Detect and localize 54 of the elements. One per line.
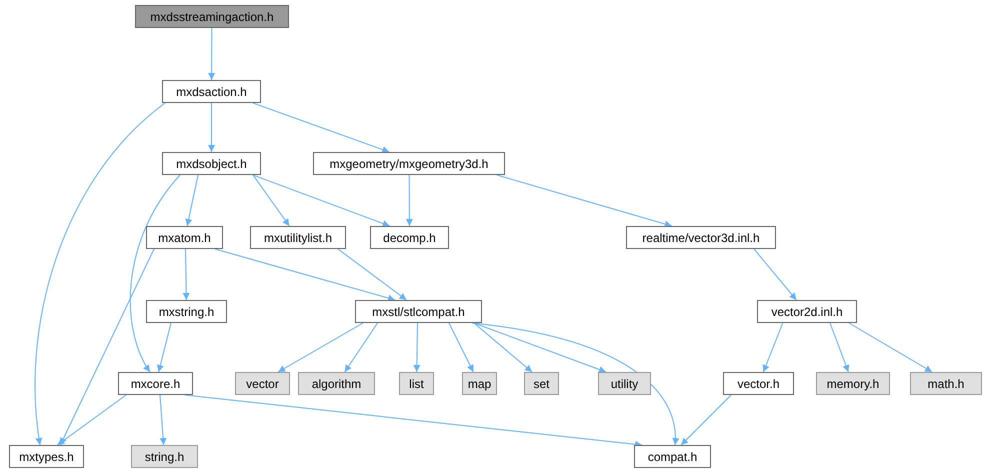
- arrow: [472, 322, 679, 446]
- file-box: realtime/vector3d.inl.h: [626, 226, 776, 249]
- file-box: compat.h: [634, 445, 711, 468]
- file-box: mxstring.h: [146, 300, 227, 323]
- system-header-box: memory.h: [816, 372, 890, 395]
- arrow: [413, 322, 420, 372]
- arrow: [344, 322, 378, 372]
- file-box: mxcore.h: [118, 372, 193, 395]
- arrow: [56, 394, 126, 446]
- arrow: [848, 322, 933, 372]
- arrow: [185, 174, 198, 226]
- arrow: [496, 174, 672, 228]
- file-box: vector2d.inl.h: [757, 300, 857, 323]
- file-box: decomp.h: [370, 226, 449, 249]
- arrow: [214, 248, 396, 302]
- arrow: [156, 322, 172, 372]
- arrow: [448, 322, 474, 372]
- arrow: [182, 248, 190, 300]
- file-box: mxtypes.h: [9, 445, 84, 468]
- arrow: [278, 322, 364, 372]
- system-header-box: vector: [235, 372, 290, 395]
- arrow: [762, 322, 784, 372]
- file-box: vector.h: [723, 372, 794, 395]
- system-header-box: math.h: [910, 372, 982, 395]
- file-box: mxdsobject.h: [162, 152, 261, 175]
- arrow: [160, 394, 167, 446]
- file-box: mxgeometry/mxgeometry3d.h: [313, 152, 505, 175]
- system-header-box: map: [462, 372, 497, 395]
- arrow: [406, 174, 413, 226]
- file-box: mxutilitylist.h: [250, 226, 346, 249]
- arrow: [208, 102, 215, 152]
- arrow: [830, 322, 850, 372]
- file-box: mxdsstreamingaction.h: [135, 5, 289, 28]
- arrow: [184, 394, 642, 448]
- arrow: [474, 322, 606, 373]
- system-header-box: algorithm: [298, 372, 375, 395]
- system-header-box: set: [524, 372, 559, 395]
- arrow: [252, 174, 390, 227]
- file-box: mxatom.h: [146, 226, 223, 249]
- file-box: mxdsaction.h: [162, 80, 261, 103]
- system-header-box: list: [399, 372, 434, 395]
- arrow: [754, 248, 797, 300]
- system-header-box: utility: [598, 372, 651, 395]
- arrow: [252, 102, 390, 153]
- file-box: mxstl/stlcompat.h: [355, 300, 482, 323]
- arrow: [252, 174, 290, 226]
- arrow: [338, 248, 407, 300]
- system-header-box: string.h: [131, 445, 198, 468]
- arrow: [60, 248, 154, 446]
- arrow: [208, 28, 216, 80]
- arrow: [34, 102, 166, 446]
- arrow: [130, 174, 180, 372]
- arrow: [680, 394, 732, 446]
- arrow: [474, 322, 532, 372]
